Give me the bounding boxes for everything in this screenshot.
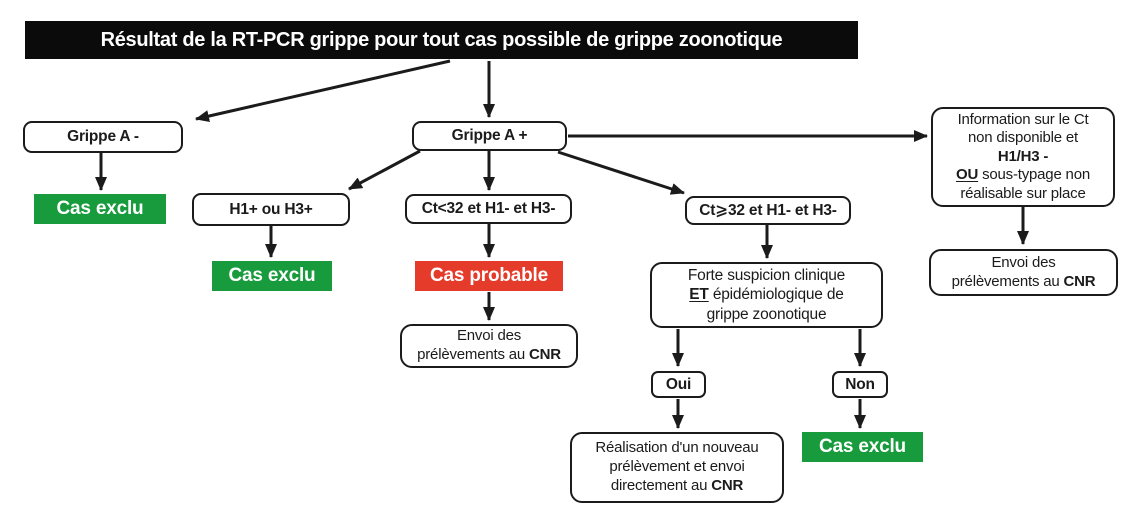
page-title: Résultat de la RT-PCR grippe pour tout c…: [100, 28, 783, 51]
node-envoi-cnr-1: Envoi des prélèvements au CNR: [400, 324, 578, 368]
node-envoi-cnr-2: Envoi des prélèvements au CNR: [929, 249, 1118, 296]
title-banner: Résultat de la RT-PCR grippe pour tout c…: [25, 21, 858, 59]
arrow-grippe-a-pos-to-ct-ge32: [557, 150, 685, 195]
node-info-ct: Information sur le Ct non disponible et …: [931, 107, 1115, 207]
node-h1-ou-h3: H1+ ou H3+: [192, 193, 350, 226]
node-grippe-a-positive: Grippe A +: [412, 121, 567, 151]
arrow-header-to-grippe-a-neg: [195, 59, 451, 122]
node-realisation-prelevement: Réalisation d'un nouveau prélèvement et …: [570, 432, 784, 503]
node-oui: Oui: [651, 371, 706, 398]
arrow-grippe-a-pos-to-h1-h3: [348, 149, 421, 191]
status-cas-exclu-1: Cas exclu: [34, 194, 166, 224]
node-non: Non: [832, 371, 888, 398]
node-ct-sup-32: Ct⩾32 et H1- et H3-: [685, 196, 851, 225]
status-cas-probable: Cas probable: [415, 261, 563, 291]
node-forte-suspicion: Forte suspicion clinique ET épidémiologi…: [650, 262, 883, 328]
node-ct-inf-32: Ct<32 et H1- et H3-: [405, 194, 572, 224]
status-cas-exclu-3: Cas exclu: [802, 432, 923, 462]
node-grippe-a-negative: Grippe A -: [23, 121, 183, 153]
status-cas-exclu-2: Cas exclu: [212, 261, 332, 291]
